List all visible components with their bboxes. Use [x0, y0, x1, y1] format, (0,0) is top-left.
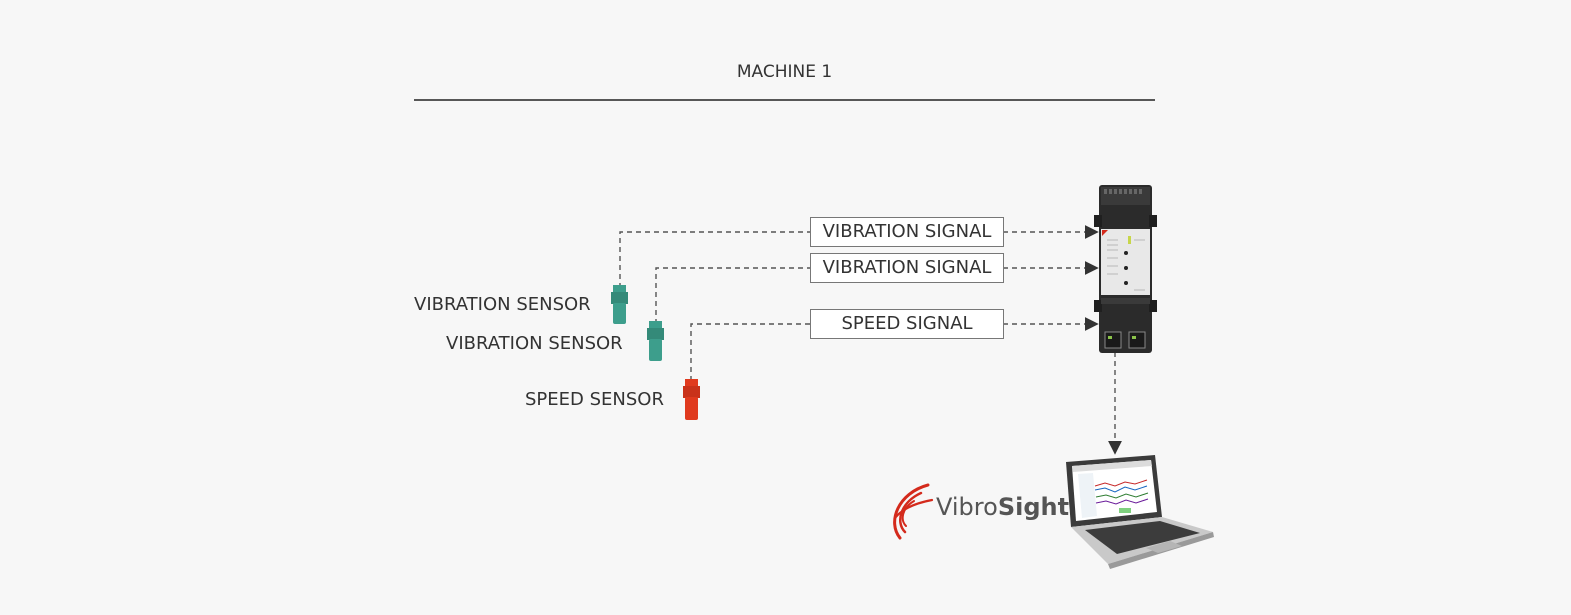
connector-speed [690, 323, 810, 381]
connector-vibration-1 [619, 231, 810, 288]
speed-sensor-icon [683, 379, 700, 420]
vibrosight-logo-icon [893, 483, 934, 540]
vibration-sensor-icon-2 [647, 321, 664, 361]
sensor-label-speed: SPEED SENSOR [525, 389, 664, 410]
laptop-icon [1066, 455, 1214, 569]
signal-box-vibration-1: VIBRATION SIGNAL [810, 217, 1004, 247]
logo-text-part2: Sight [997, 493, 1070, 521]
vibrosight-logo-text: VibroSight [936, 493, 1069, 521]
page-title: MACHINE 1 [736, 62, 833, 82]
logo-text-part1: Vibro [936, 493, 998, 521]
monitoring-device-icon [1094, 185, 1157, 353]
connector-vibration-2 [655, 267, 810, 324]
vibration-sensor-icon-1 [611, 285, 628, 324]
signal-box-vibration-2: VIBRATION SIGNAL [810, 253, 1004, 283]
sensor-label-vibration-1: VIBRATION SENSOR [414, 294, 591, 315]
signal-box-speed: SPEED SIGNAL [810, 309, 1004, 339]
sensor-label-vibration-2: VIBRATION SENSOR [446, 333, 623, 354]
